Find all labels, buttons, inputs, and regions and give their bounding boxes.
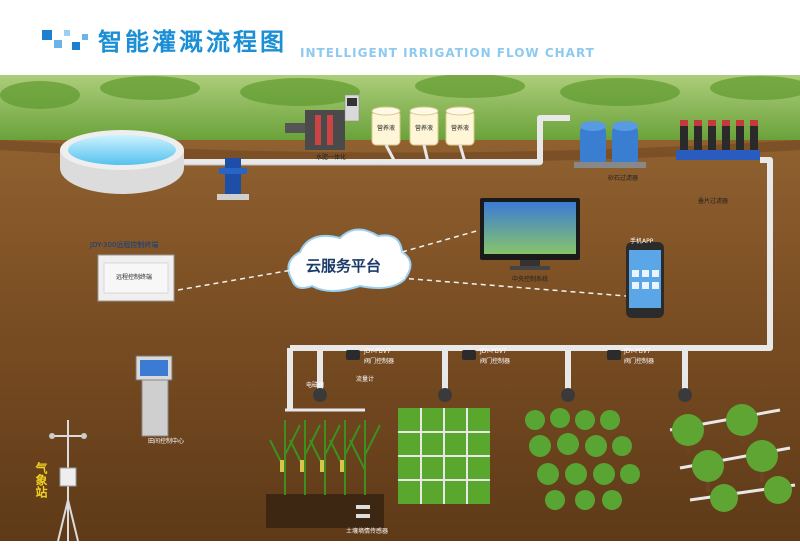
title-square <box>42 30 52 40</box>
crop-field-grid <box>398 408 490 504</box>
disk-filter <box>676 120 760 160</box>
label-tank-1: 营养液 <box>377 125 396 132</box>
label-control-terminal: JDY-300远程控制终端 <box>90 241 159 249</box>
weather-box <box>59 467 77 487</box>
label-soil-sensor: 土壤墒情传感器 <box>346 528 389 535</box>
title-square <box>54 40 62 48</box>
water-pump <box>217 158 249 200</box>
label-flow-meter: 流量计 <box>356 376 375 383</box>
title-square <box>64 30 70 36</box>
wireless-links <box>177 229 627 297</box>
label-phone-app: 手机APP <box>630 238 654 245</box>
phone <box>626 242 664 318</box>
label-solenoid-valve: 电磁阀 <box>306 382 325 389</box>
fertilizer-machine <box>285 94 360 150</box>
label-monitor-system: 中央控制系统 <box>512 276 549 283</box>
label-valve-box-2-sub: 阀门控制器 <box>480 358 511 365</box>
valve-controllers <box>346 350 621 360</box>
sand-filter <box>574 121 646 168</box>
crop-field-trees <box>669 404 796 512</box>
title-english: INTELLIGENT IRRIGATION FLOW CHART <box>300 46 595 60</box>
title-banner <box>0 0 800 75</box>
cloud-label: 云服务平台 <box>306 257 382 275</box>
reservoir-water <box>68 135 176 165</box>
title-chinese: 智能灌溉流程图 <box>98 28 287 56</box>
label-valve-box-1-sub: 阀门控制器 <box>364 358 395 365</box>
label-tank-2: 营养液 <box>415 125 434 132</box>
label-valve-box-2: JDY-PBV7 <box>480 348 507 355</box>
label-valve-box-1: JDY-PBV7 <box>364 348 391 355</box>
label-fertilizer-machine: 水肥一体化 <box>316 154 347 161</box>
crop-field-corn <box>266 408 384 528</box>
title-square <box>82 34 88 40</box>
monitor <box>480 198 580 270</box>
distant-trees <box>0 74 800 109</box>
title-square <box>72 42 80 50</box>
label-terminal-panel: 远程控制终端 <box>116 274 153 281</box>
nutrient-tanks <box>371 106 475 163</box>
label-field-center: 田间控制中心 <box>148 438 185 445</box>
label-valve-box-3: JDY-PBV7 <box>624 348 651 355</box>
remote-terminal <box>97 254 175 302</box>
weather-station-label: 气象站 <box>34 462 48 498</box>
label-valve-box-3-sub: 阀门控制器 <box>624 358 655 365</box>
label-disk-filter: 叠片过滤器 <box>698 198 729 205</box>
solenoid-valves <box>313 388 692 402</box>
soil-sensors <box>356 505 370 518</box>
field-kiosk <box>135 355 173 437</box>
crop-field-vegetables <box>525 408 640 510</box>
label-sand-filter: 砂石过滤器 <box>608 175 639 182</box>
label-tank-3: 营养液 <box>451 125 470 132</box>
